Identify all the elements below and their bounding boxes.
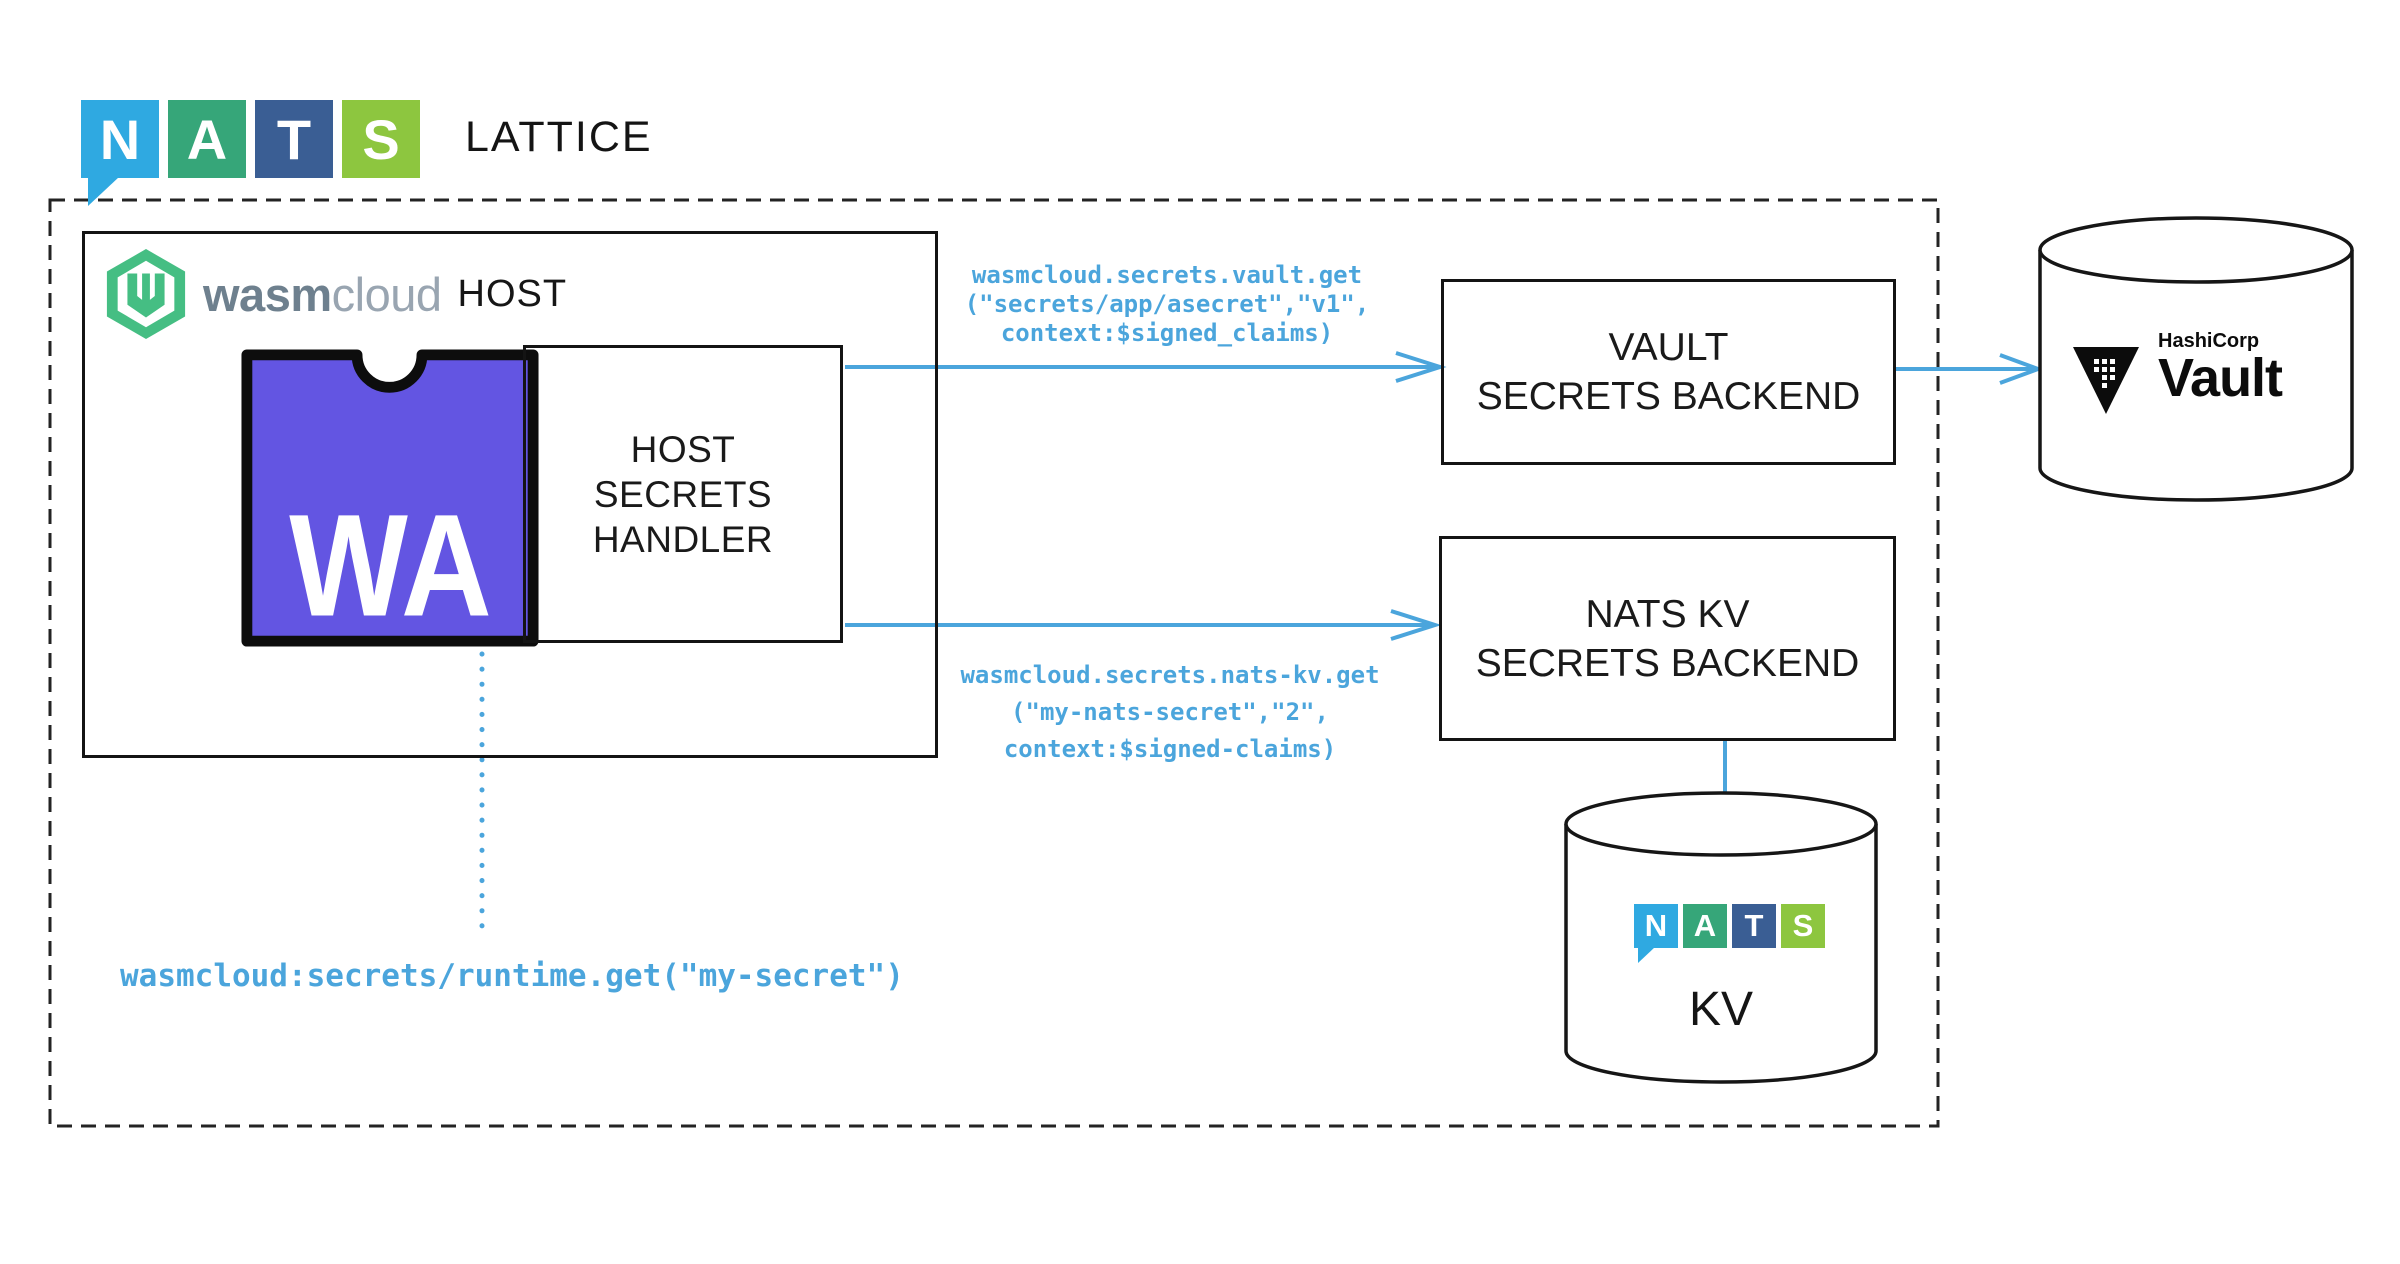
natskv-backend-label-line: NATS KV — [1585, 592, 1750, 636]
host-secrets-handler-box: HOST SECRETS HANDLER — [523, 345, 843, 643]
vault-secrets-backend-box: VAULT SECRETS BACKEND — [1441, 279, 1896, 465]
wa-badge-label: WA — [289, 484, 492, 647]
nats-letter-a: A — [168, 100, 246, 178]
handler-label-line: HOST — [630, 428, 736, 470]
vault-call-line: context:$signed_claims) — [1000, 319, 1334, 347]
natskv-call-line: wasmcloud.secrets.nats-kv.get — [960, 661, 1380, 689]
natskv-call-annotation: wasmcloud.secrets.nats-kv.get ("my-nats-… — [928, 657, 1412, 768]
runtime-call-annotation: wasmcloud:secrets/runtime.get("my-secret… — [120, 958, 904, 994]
natskv-secrets-backend-box: NATS KV SECRETS BACKEND — [1439, 536, 1896, 741]
kv-db-label: KV — [1688, 983, 1754, 1036]
nats-logo: N A T S — [81, 100, 420, 206]
vault-db-cylinder — [2038, 216, 2354, 502]
kv-nats-letter-s: S — [1781, 904, 1825, 948]
host-box: wasmcloud HOST WA — [82, 231, 938, 758]
handler-label-line: SECRETS — [593, 473, 773, 515]
kv-db-cylinder — [1564, 791, 1878, 1084]
vault-call-line: ("secrets/app/asecret","v1", — [964, 290, 1370, 318]
nats-logo-tail — [88, 177, 119, 206]
nats-letter-s: S — [342, 100, 420, 178]
kv-nats-letter-t: T — [1732, 904, 1776, 948]
wasmcloud-wordmark-light: cloud — [331, 267, 442, 321]
hashicorp-vault-logo: HashiCorp Vault — [2072, 330, 2283, 432]
vault-logo-text: HashiCorp Vault — [2158, 330, 2283, 408]
host-box-title: HOST — [457, 272, 568, 315]
natskv-call-line: ("my-nats-secret","2", — [1011, 698, 1329, 726]
lattice-title: LATTICE — [465, 113, 653, 161]
vault-backend-label-line: VAULT — [1608, 326, 1729, 369]
arrow-handler-to-natskv-backend — [845, 609, 1442, 641]
kv-nats-logo: N A T S — [1634, 904, 1825, 963]
nats-letter-n: N — [81, 100, 159, 178]
vault-logo-name: Vault — [2158, 348, 2283, 408]
natskv-call-line: context:$signed-claims) — [1003, 735, 1337, 763]
host-header: wasmcloud HOST — [103, 247, 567, 341]
arrow-vault-backend-to-vault-db — [1893, 353, 2044, 385]
vault-call-annotation: wasmcloud.secrets.vault.get ("secrets/ap… — [925, 261, 1409, 348]
kv-nats-letter-a: A — [1683, 904, 1727, 948]
nats-letter-t: T — [255, 100, 333, 178]
vault-backend-label-line: SECRETS BACKEND — [1476, 375, 1861, 418]
wasmcloud-logo-icon — [106, 249, 186, 339]
kv-nats-letter-n: N — [1634, 904, 1678, 948]
webassembly-component-badge: WA — [241, 349, 539, 647]
vault-logo-brand: HashiCorp — [2158, 330, 2260, 352]
arrow-handler-to-vault-backend — [845, 351, 1447, 383]
vault-triangle-icon — [2073, 347, 2139, 414]
natskv-backend-label-line: SECRETS BACKEND — [1475, 641, 1860, 685]
vault-call-line: wasmcloud.secrets.vault.get — [971, 261, 1363, 289]
wasmcloud-wordmark: wasmcloud — [203, 267, 442, 322]
wasmcloud-wordmark-bold: wasm — [203, 267, 332, 321]
lattice-dashed-boundary — [48, 198, 1940, 1128]
handler-label-line: HANDLER — [592, 518, 774, 560]
kv-nats-logo-tail — [1638, 947, 1655, 963]
